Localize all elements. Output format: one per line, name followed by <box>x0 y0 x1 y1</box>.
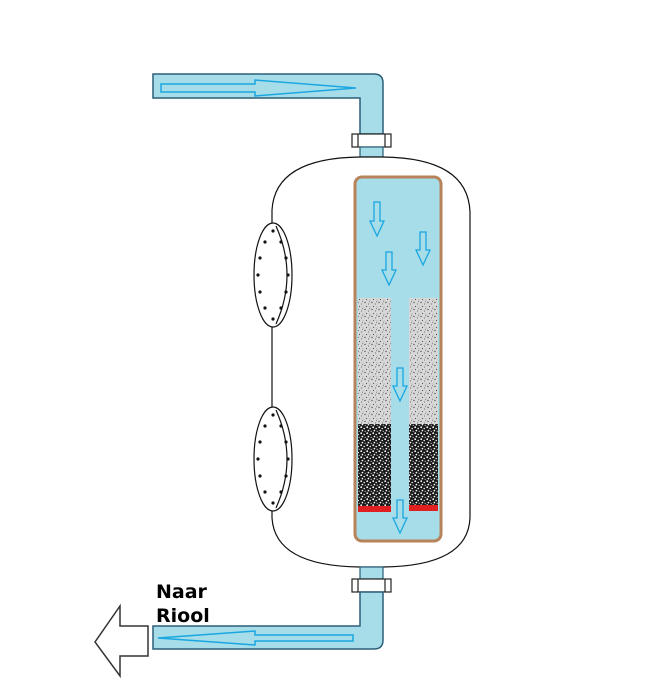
outlet-flow-arrow <box>157 630 354 646</box>
seal-left <box>358 506 391 512</box>
inlet-nozzle <box>359 146 384 158</box>
outlet-label-line2: Riool <box>156 605 210 627</box>
arrow-left-outline-icon <box>94 603 149 679</box>
lower-manhole-cover <box>253 406 293 512</box>
arrow-down-icon <box>391 367 409 403</box>
inlet-flow-arrow <box>160 79 357 97</box>
arrow-down-icon <box>380 251 398 287</box>
seal-right <box>409 505 438 511</box>
fine-media-right <box>409 298 438 424</box>
coarse-media-right <box>409 424 438 506</box>
arrow-down-icon <box>391 499 409 535</box>
upper-manhole-bolts <box>256 229 290 321</box>
fine-media-left <box>358 298 391 424</box>
outlet-label-line1: Naar <box>156 581 208 603</box>
coarse-media-left <box>358 424 391 506</box>
outlet-nozzle <box>359 566 384 580</box>
upper-manhole-cover <box>253 222 293 328</box>
arrow-down-icon <box>414 231 432 267</box>
lower-manhole-bolts <box>256 413 290 505</box>
arrow-down-icon <box>368 201 386 238</box>
